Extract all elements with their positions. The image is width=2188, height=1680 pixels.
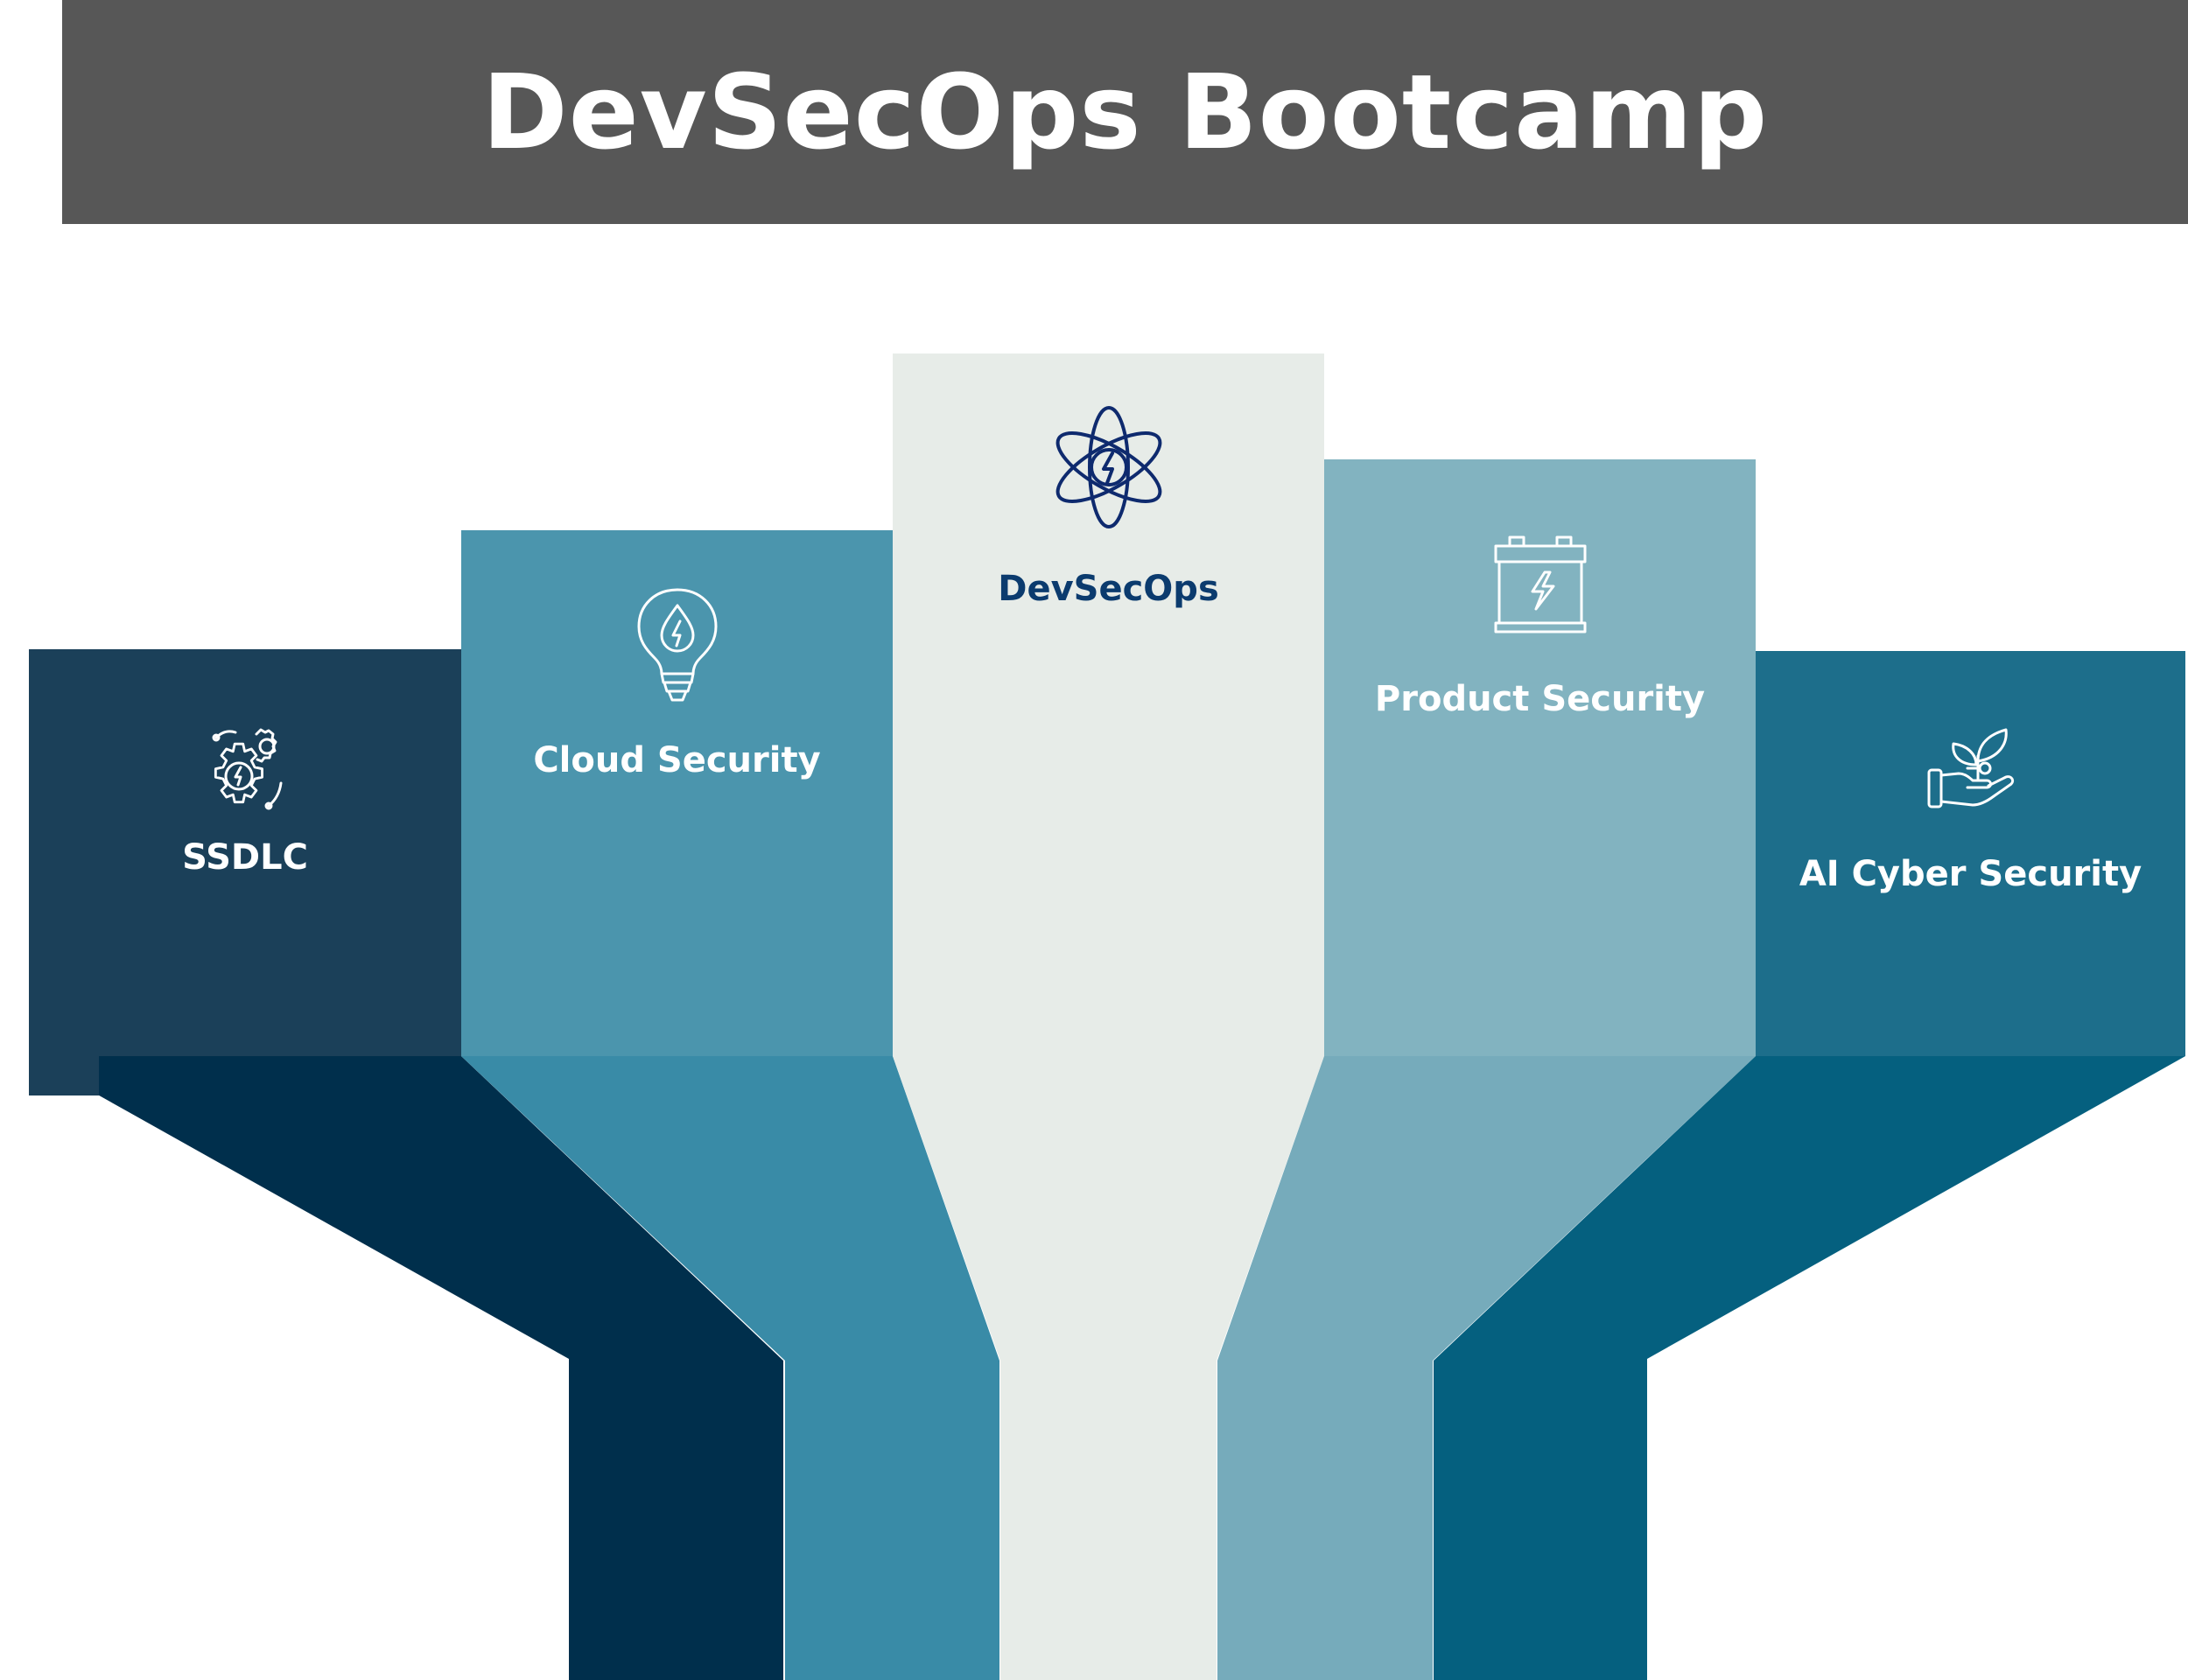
leg-product-security: [1217, 1056, 1756, 1680]
pillar-label-ssdlc: SSDLC: [182, 837, 308, 878]
leg-cloud-security: [461, 1056, 999, 1680]
atom-lightning-icon: [1055, 406, 1161, 528]
pillar-label-devsecops: DevSecOps: [998, 569, 1219, 609]
pillar-product-security-content: Product Security: [1324, 534, 1756, 719]
pillar-label-ai-cyber-security: AI Cyber Security: [1799, 854, 2142, 894]
pillar-label-product-security: Product Security: [1374, 679, 1706, 719]
battery-lightning-icon: [1494, 536, 1586, 634]
pillar-cloud-security-content: Cloud Security: [461, 586, 893, 780]
leg-ai-cyber-security: [1434, 1056, 2185, 1680]
pillar-ai-cyber-security: [1756, 651, 2185, 1056]
pillar-ai-cyber-security-content: AI Cyber Security: [1756, 726, 2185, 894]
pillar-cloud-security: [461, 530, 893, 1056]
leg-ssdlc: [29, 1056, 783, 1680]
leg-ssdlc-notch: [29, 1056, 99, 1096]
gear-lightning-icon: [212, 728, 283, 810]
pillar-label-cloud-security: Cloud Security: [533, 740, 821, 780]
lightbulb-drop-icon: [637, 588, 717, 702]
pillar-product-security: [1324, 459, 1756, 1056]
page-title: DevSecOps Bootcamp: [481, 52, 1769, 172]
pillar-ssdlc: [29, 649, 461, 1056]
pillar-devsecops-content: DevSecOps: [893, 404, 1324, 609]
leg-devsecops: [893, 1056, 1324, 1680]
hand-plant-icon: [1927, 728, 2014, 808]
title-banner: DevSecOps Bootcamp: [62, 0, 2188, 224]
pillar-ssdlc-content: SSDLC: [29, 722, 461, 878]
